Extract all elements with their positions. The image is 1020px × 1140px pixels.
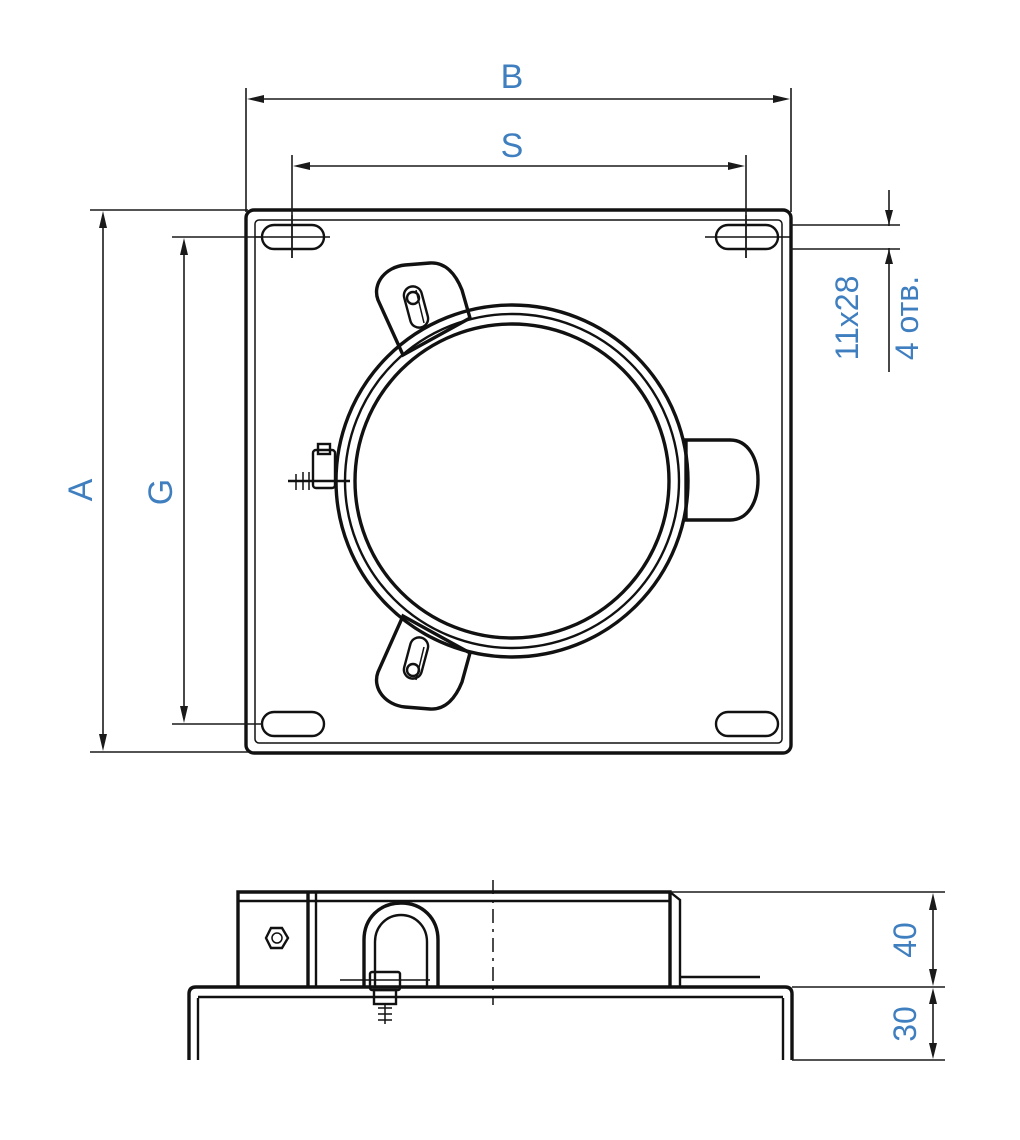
handle-loop-inner — [373, 913, 429, 987]
dimension-g: G — [142, 236, 262, 725]
dimension-b-label: B — [501, 58, 524, 96]
dimension-40: 40 — [670, 891, 945, 988]
tightening-bolt — [288, 442, 350, 490]
hex-nut — [264, 926, 290, 950]
clamp-tab-upper — [374, 261, 473, 358]
dimension-a: A — [62, 209, 248, 753]
dimension-a-label: A — [62, 478, 100, 501]
clamp-tab-lower — [374, 613, 472, 711]
dimension-g-label: G — [142, 479, 180, 505]
slot-bottom-left — [260, 710, 326, 738]
dimension-30-label: 30 — [887, 1006, 923, 1042]
base-plate-outline — [244, 208, 793, 755]
handle-tab — [684, 438, 760, 522]
dimension-30: 30 — [792, 988, 945, 1061]
collar-middle-ring — [343, 312, 681, 650]
dimension-40-label: 40 — [887, 922, 923, 958]
collar-outer-ring — [334, 303, 690, 659]
base-channel — [187, 985, 794, 1060]
side-view: 40 30 — [187, 880, 945, 1061]
slot-bottom-right — [714, 710, 780, 738]
collar-edge — [669, 891, 682, 987]
dimension-b: B — [245, 58, 792, 212]
handle-loop — [362, 901, 440, 987]
dimension-s: S — [291, 127, 747, 258]
plan-view: B S A G — [62, 58, 925, 755]
dimension-s-label: S — [501, 127, 524, 165]
collar-body — [236, 890, 672, 987]
slot-size-label: 11x28 — [829, 276, 865, 361]
slot-count-label: 4 отв. — [889, 276, 925, 360]
collar-inner-ring — [353, 322, 671, 640]
slot-callout: 11x28 4 отв. — [790, 190, 925, 372]
side-bolt — [340, 970, 430, 1024]
base-plate-inner-edge — [254, 219, 783, 744]
